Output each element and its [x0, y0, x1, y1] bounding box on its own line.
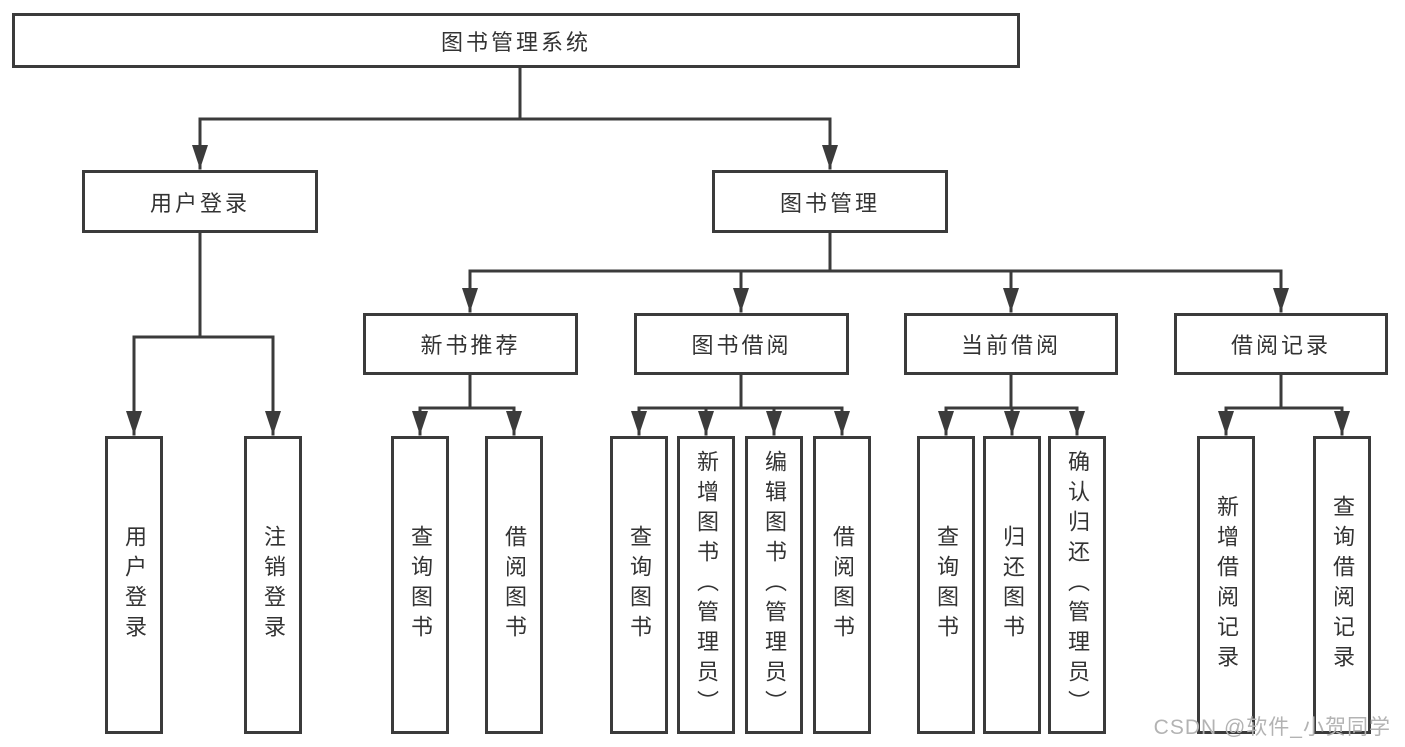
node-borrow-records: 借阅记录	[1174, 313, 1388, 375]
leaf-query-books-recommend: 查询图书	[391, 436, 449, 734]
csdn-watermark: CSDN @软件_小贺同学	[1153, 716, 1391, 739]
leaf-query-books-recommend-label: 查询图书	[408, 525, 433, 645]
node-new-book-recommend-label: 新书推荐	[420, 333, 521, 358]
leaf-return-books: 归还图书	[983, 436, 1041, 734]
leaf-edit-books-admin: 编辑图书（管理员）	[745, 436, 803, 734]
node-borrow-records-label: 借阅记录	[1230, 333, 1331, 358]
node-root-label: 图书管理系统	[440, 29, 591, 55]
leaf-logout: 注销登录	[244, 436, 302, 734]
leaf-return-books-label: 归还图书	[1000, 525, 1025, 645]
leaf-confirm-return-admin: 确认归还（管理员）	[1048, 436, 1106, 734]
leaf-borrow-books: 借阅图书	[813, 436, 871, 734]
node-user-login: 用户登录	[82, 170, 318, 233]
leaf-add-borrow-record: 新增借阅记录	[1197, 436, 1255, 734]
node-root: 图书管理系统	[12, 13, 1020, 68]
leaf-logout-label: 注销登录	[261, 525, 286, 645]
node-book-management-label: 图书管理	[779, 190, 880, 216]
leaf-query-books-current-label: 查询图书	[934, 525, 959, 645]
node-current-borrow: 当前借阅	[904, 313, 1118, 375]
leaf-query-borrow-record-label: 查询借阅记录	[1330, 495, 1355, 675]
leaf-query-books-borrow: 查询图书	[610, 436, 668, 734]
node-book-borrow-label: 图书借阅	[691, 333, 792, 358]
node-new-book-recommend: 新书推荐	[363, 313, 578, 375]
leaf-confirm-return-admin-label: 确认归还（管理员）	[1065, 450, 1090, 720]
leaf-borrow-books-recommend: 借阅图书	[485, 436, 543, 734]
leaf-user-login-label: 用户登录	[122, 525, 147, 645]
leaf-query-borrow-record: 查询借阅记录	[1313, 436, 1371, 734]
leaf-borrow-books-recommend-label: 借阅图书	[502, 525, 527, 645]
node-book-management: 图书管理	[712, 170, 948, 233]
leaf-query-books-current: 查询图书	[917, 436, 975, 734]
node-book-borrow: 图书借阅	[634, 313, 849, 375]
leaf-add-borrow-record-label: 新增借阅记录	[1214, 495, 1239, 675]
leaf-add-books-admin-label: 新增图书（管理员）	[694, 450, 719, 720]
leaf-query-books-borrow-label: 查询图书	[627, 525, 652, 645]
node-current-borrow-label: 当前借阅	[960, 333, 1061, 358]
leaf-user-login: 用户登录	[105, 436, 163, 734]
leaf-edit-books-admin-label: 编辑图书（管理员）	[762, 450, 787, 720]
leaf-borrow-books-label: 借阅图书	[830, 525, 855, 645]
node-user-login-label: 用户登录	[149, 190, 250, 216]
leaf-add-books-admin: 新增图书（管理员）	[677, 436, 735, 734]
